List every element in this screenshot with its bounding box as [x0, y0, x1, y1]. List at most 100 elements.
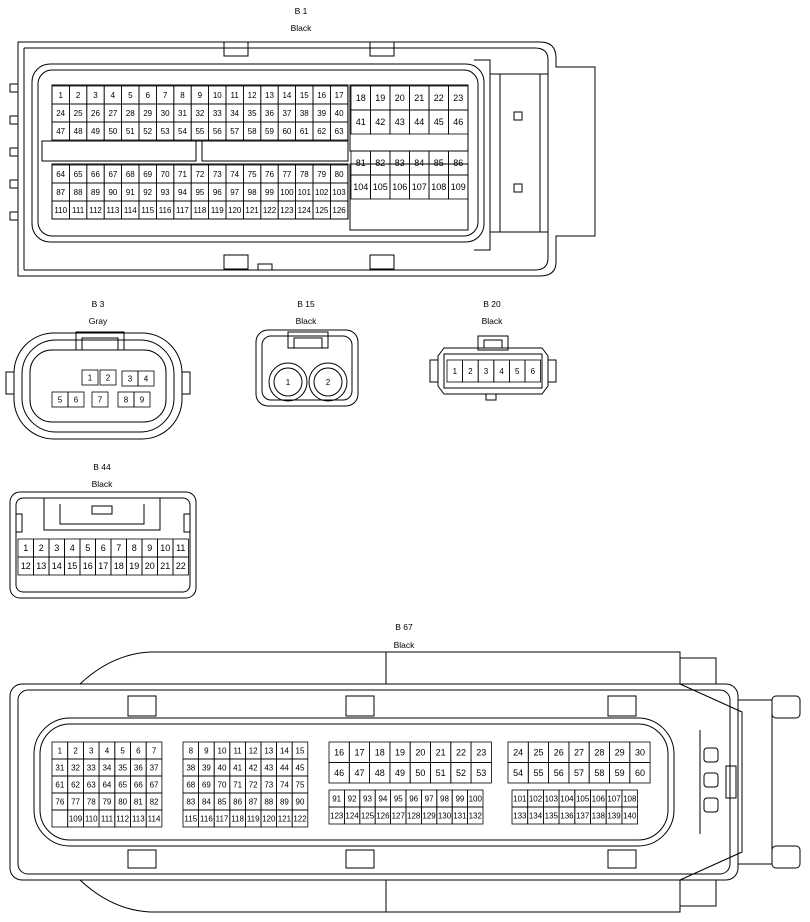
pin-label: 82: [150, 798, 159, 807]
pin-cell: 112: [114, 809, 131, 828]
b67-color: Black: [394, 640, 416, 650]
pin-label: 128: [407, 812, 421, 821]
pin-label: 86: [233, 798, 242, 807]
pin-label: 22: [456, 747, 466, 757]
pin-label: 18: [375, 747, 385, 757]
pin-label: 70: [161, 170, 170, 179]
pin-cell: 25: [69, 103, 88, 123]
pin-label: 77: [282, 170, 291, 179]
pin-cell: 4: [137, 370, 155, 387]
pin-cell: 54: [507, 762, 529, 784]
pin-cell: 120: [225, 200, 244, 220]
pin-label: 4: [105, 747, 110, 756]
pin-label: 62: [317, 127, 326, 136]
pin-label: 15: [300, 91, 309, 100]
pin-cell: 21: [157, 556, 174, 576]
pin-cell: 101: [295, 182, 314, 202]
pin-label: 6: [101, 543, 106, 553]
pin-label: 5: [128, 91, 133, 100]
pin-label: 50: [415, 768, 425, 778]
pin-cell: 107: [409, 174, 430, 200]
pin-label: 19: [129, 561, 139, 571]
pin-box: [621, 806, 639, 825]
pin-box: [99, 369, 117, 386]
pin-cell: 13: [33, 556, 50, 576]
pin-cell: 93: [359, 789, 376, 808]
pin-cell: 114: [121, 200, 140, 220]
pin-label: 129: [422, 812, 436, 821]
pin-cell: 2: [33, 538, 50, 558]
pin-label: 5: [58, 396, 63, 405]
pin-cell: 51: [121, 121, 140, 141]
pin-cell: 39: [312, 103, 331, 123]
pin-box: [467, 806, 484, 825]
pin-label: 18: [356, 93, 366, 103]
pin-cell: 17: [348, 741, 370, 763]
pin-cell: 62: [67, 775, 84, 794]
b3-color: Gray: [89, 316, 108, 326]
pin-label: 1: [58, 91, 63, 100]
pin-label: 90: [296, 798, 305, 807]
pin-cell: 12: [17, 556, 34, 576]
pin-label: 77: [71, 798, 80, 807]
pin-label: 120: [262, 815, 276, 824]
pin-cell: 28: [121, 103, 140, 123]
pin-label: 109: [451, 182, 466, 192]
pin-cell: 4: [98, 741, 116, 760]
pin-label: 10: [218, 747, 227, 756]
pin-cell: 14: [276, 741, 293, 760]
pin-box: [629, 762, 651, 784]
pin-label: 35: [248, 109, 257, 118]
pin-label: 41: [356, 117, 366, 127]
pin-label: 80: [118, 798, 127, 807]
pin-label: 75: [296, 781, 305, 790]
pin-cell: 109: [448, 174, 469, 200]
pin-box: [470, 762, 492, 784]
pin-label: 124: [298, 206, 312, 215]
pin-label: 6: [531, 367, 536, 376]
pin-cell: 113: [103, 200, 122, 220]
pin-cell: 86: [229, 792, 246, 811]
pin-label: 99: [455, 795, 464, 804]
pin-label: 26: [554, 747, 564, 757]
b15-color: Black: [296, 316, 318, 326]
pin-label: 84: [202, 798, 211, 807]
pin-cell: 49: [86, 121, 105, 141]
pin-cell: 71: [173, 164, 192, 184]
pin-label: 25: [533, 747, 543, 757]
pin-cell: 14: [277, 85, 297, 105]
pin-cell: 78: [295, 164, 314, 184]
pin-cell: 104: [558, 789, 576, 808]
pin-label: 96: [213, 188, 222, 197]
pin-box: [133, 391, 151, 408]
pin-label: 55: [195, 127, 204, 136]
pin-cell: 138: [590, 806, 607, 825]
pin-cell: 79: [312, 164, 331, 184]
pin-label: 51: [126, 127, 135, 136]
pin-label: 37: [282, 109, 291, 118]
pin-label: 85: [434, 158, 444, 168]
pin-label: 32: [71, 764, 80, 773]
pin-cell: 100: [467, 789, 484, 808]
pin-label: 90: [108, 188, 117, 197]
pin-label: 1: [23, 543, 28, 553]
pin-cell: 87: [244, 792, 262, 811]
pin-label: 57: [574, 768, 584, 778]
pin-label: 1: [453, 367, 458, 376]
pin-label: 89: [91, 188, 100, 197]
pin-socket-inner: [313, 367, 343, 397]
connector-b15: B 15 Black: [255, 299, 359, 407]
pin-label: 16: [317, 91, 326, 100]
pin-cell: 95: [190, 182, 209, 202]
pin-label: 13: [265, 91, 274, 100]
pin-cell: 55: [527, 762, 549, 784]
pin-cell: 28: [588, 741, 610, 763]
pin-cell: 13: [260, 741, 278, 760]
pin-cell: 81: [130, 792, 147, 811]
pin-cell: 103: [329, 182, 349, 202]
pin-box: [291, 809, 309, 828]
pin-cell: 88: [260, 792, 278, 811]
pin-label: 101: [513, 795, 527, 804]
pin-cell: 118: [190, 200, 209, 220]
pin-cell: 33: [83, 758, 100, 777]
